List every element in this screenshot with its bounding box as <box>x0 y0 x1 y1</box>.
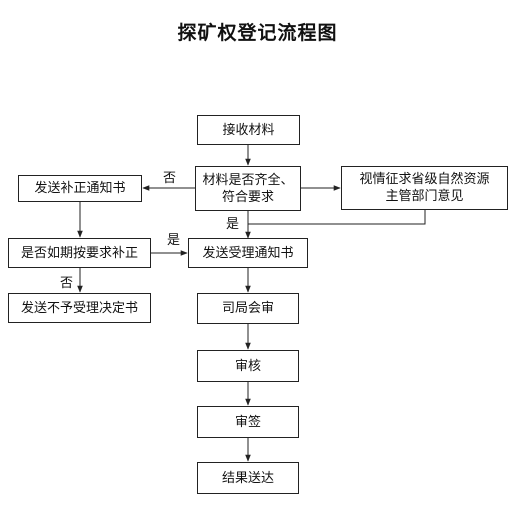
node-provincial-opinion: 视情征求省级自然资源 主管部门意见 <box>341 166 508 210</box>
node-check-materials: 材料是否齐全、 符合要求 <box>195 166 301 211</box>
provincial-line-2: 主管部门意见 <box>385 189 464 204</box>
node-supplement-notice: 发送补正通知书 <box>18 175 142 202</box>
node-deliver: 结果送达 <box>197 462 299 494</box>
node-on-time-check: 是否如期按要求补正 <box>8 238 151 268</box>
node-bureau-review: 司局会审 <box>197 293 299 324</box>
check-line-1: 材料是否齐全、 <box>202 172 294 188</box>
provincial-line-1: 视情征求省级自然资源 <box>359 172 490 187</box>
page-title: 探矿权登记流程图 <box>177 22 338 44</box>
label-no-incomplete: 否 <box>163 171 177 186</box>
label-no-on-time: 否 <box>60 276 74 291</box>
node-sign: 审签 <box>197 406 299 438</box>
node-accept-notice: 发送受理通知书 <box>188 238 308 268</box>
check-line-2: 符合要求 <box>221 189 274 205</box>
node-reject-decision: 发送不予受理决定书 <box>8 293 151 323</box>
label-yes-complete: 是 <box>226 217 240 232</box>
node-receive-materials: 接收材料 <box>197 115 300 145</box>
label-yes-on-time: 是 <box>167 233 181 248</box>
arrow-provincial-to-accept <box>248 210 426 225</box>
node-audit: 审核 <box>197 350 299 382</box>
